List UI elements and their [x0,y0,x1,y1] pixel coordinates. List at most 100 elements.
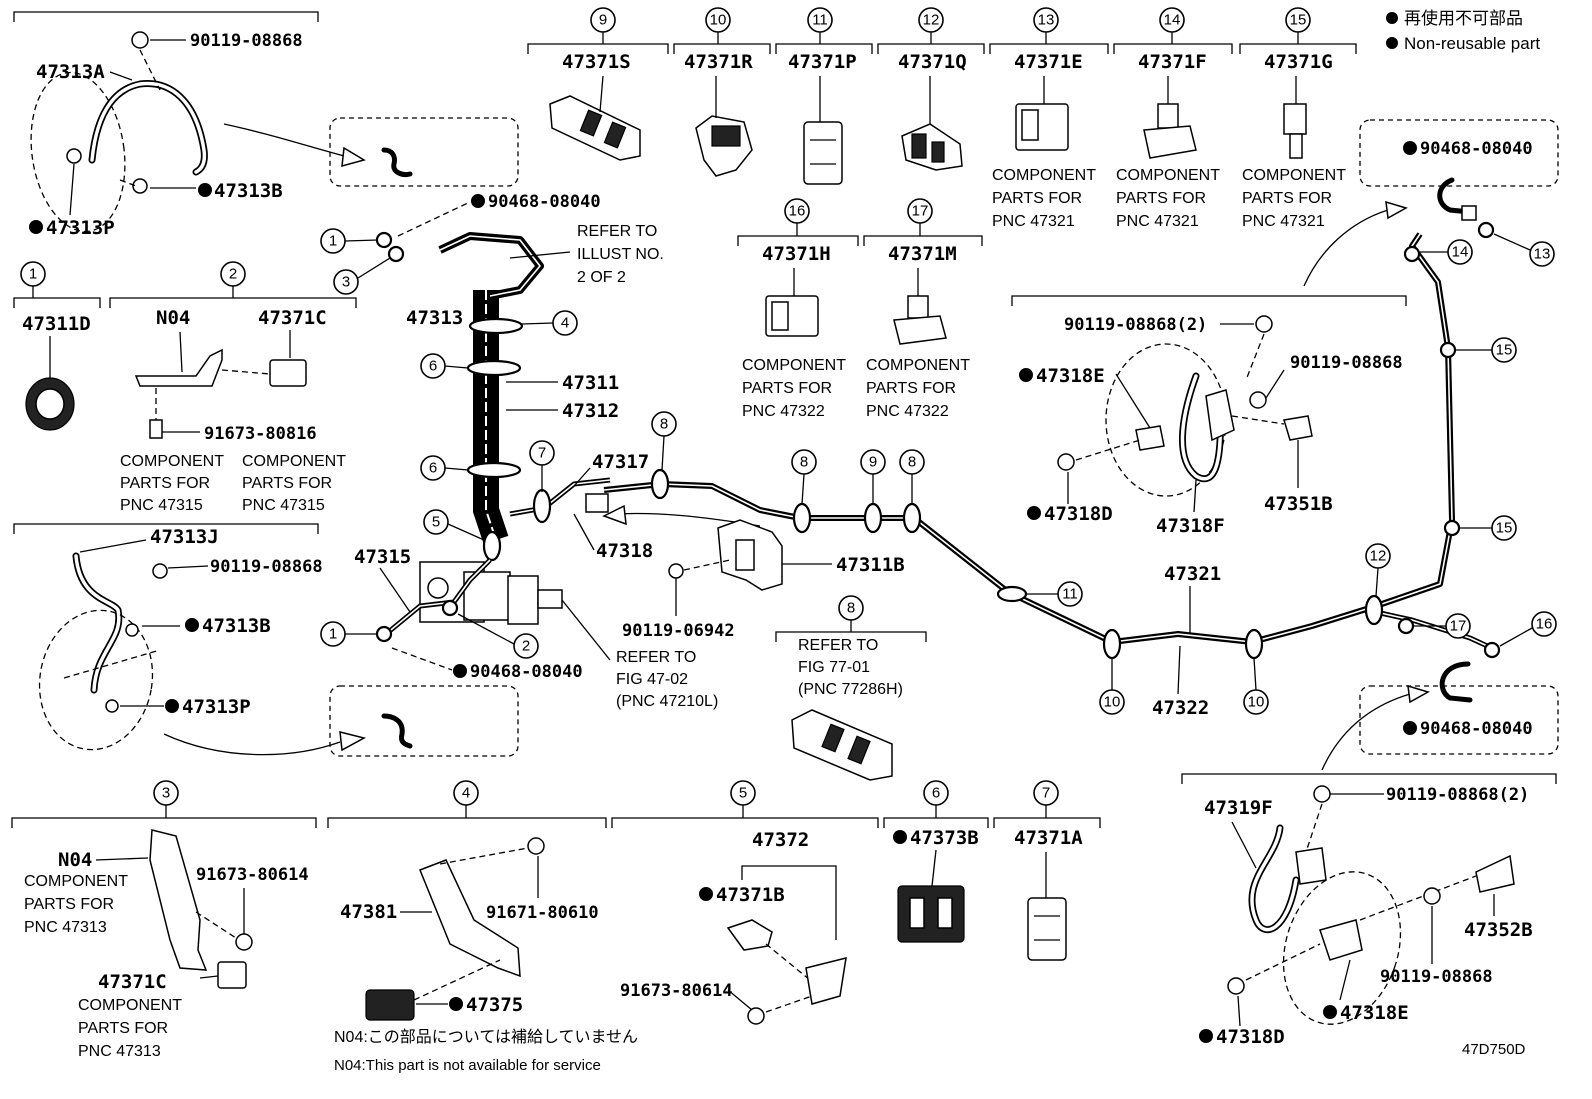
label-47315: 47315 [354,546,411,568]
group-3: 3 N04 COMPONENT PARTS FOR PNC 47313 9167… [11,780,317,1060]
label-47352B: 47352B [1464,919,1533,941]
label-47313P-b: 47313P [182,696,251,718]
label-91673-80614-b: 91673-80614 [620,981,733,1001]
bracket-47381 [419,859,521,978]
bracket-47372 [805,956,847,1005]
callout-2-bottom: 2 [522,638,530,655]
note-comp-47315-b-1: COMPONENT [242,453,346,470]
callout-7: 7 [1042,785,1050,802]
note-comp-47321-a-2: PARTS FOR [992,190,1082,207]
label-N04-a: N04 [156,307,190,329]
label-47313B-b: 47313B [202,615,271,637]
note-comp-47315-a-3: PNC 47315 [120,497,203,514]
note-comp-47313-a-2: PARTS FOR [24,896,114,913]
note-comp-47315-b-2: PARTS FOR [242,475,332,492]
label-91671-80610: 91671-80610 [486,903,599,923]
label-47318: 47318 [596,540,653,562]
callout-16-pipe: 16 [1536,616,1553,633]
group-6: 6 47373B [883,780,989,943]
note-comp-47313-b-3: PNC 47313 [78,1043,161,1060]
note-comp-47313-b-2: PARTS FOR [78,1020,168,1037]
label-47318D-b: 47318D [1216,1026,1285,1048]
callout-14-pipe: 14 [1452,244,1469,261]
note-comp-47322-a-1: COMPONENT [742,357,846,374]
label-47372: 47372 [752,829,809,851]
label-90468-08040-a: 90468-08040 [488,192,601,212]
label-47313B-a: 47313B [214,180,283,202]
label-47312: 47312 [562,400,619,422]
label-90468-08040-b: 90468-08040 [470,662,583,682]
note-refer-fig47-3: (PNC 47210L) [616,693,718,710]
note-refer-fig77-1: REFER TO [798,637,878,654]
label-90119-08868-2-b: 90119-08868(2) [1386,785,1529,805]
group-7: 7 47371A [993,780,1101,961]
label-47371Q: 47371Q [898,51,967,73]
main-labels: 90468-08040 REFER TO ILLUST NO. 2 OF 2 1… [320,192,1557,719]
label-47318D-a: 47318D [1044,503,1113,525]
note-comp-47313-a-3: PNC 47313 [24,919,107,936]
callout-8-c: 8 [908,454,916,471]
label-90119-06942: 90119-06942 [622,621,735,641]
label-90119-08868-c: 90119-08868 [1290,353,1403,373]
label-47321: 47321 [1164,563,1221,585]
note-comp-47313-a-1: COMPONENT [24,873,128,890]
callout-10: 10 [710,12,727,29]
label-47371H: 47371H [762,243,831,265]
note-n04-jp: N04:この部品については補給していません [334,1028,638,1046]
callout-3-top: 3 [342,274,350,291]
label-47311D: 47311D [22,313,91,335]
label-90119-08868-a: 90119-08868 [190,31,303,51]
callout-1-top: 1 [329,233,337,250]
note-refer-fig77-2: FIG 77-01 [798,659,870,676]
label-47311B: 47311B [836,554,905,576]
bolt-part [131,31,149,49]
callout-4: 4 [462,785,470,802]
note-comp-47322-b-2: PARTS FOR [866,380,956,397]
callout-9-pipe: 9 [869,454,877,471]
note-comp-47321-b-3: PNC 47321 [1116,213,1199,230]
mid-clip-row: 16 47371H COMPONENT PARTS FOR PNC 47322 … [737,198,983,420]
label-47371E: 47371E [1014,51,1083,73]
callout-3: 3 [162,785,170,802]
note-comp-47321-b-2: PARTS FOR [1116,190,1206,207]
note-comp-47322-a-2: PARTS FOR [742,380,832,397]
label-47318E-b: 47318E [1340,1002,1409,1024]
label-90119-08868-d: 90119-08868 [1380,967,1493,987]
callout-6-main-b: 6 [429,460,437,477]
note-comp-47321-c-1: COMPONENT [1242,167,1346,184]
note-comp-47322-b-3: PNC 47322 [866,403,949,420]
label-90119-08868-b: 90119-08868 [210,557,323,577]
callout-5: 5 [739,785,747,802]
label-47313: 47313 [406,307,463,329]
callout-17-pipe: 17 [1450,618,1467,635]
callout-12-pipe: 12 [1370,548,1387,565]
note-comp-47321-b-1: COMPONENT [1116,167,1220,184]
note-n04-en: N04:This part is not available for servi… [334,1057,601,1074]
callout-6-main-a: 6 [429,358,437,375]
label-47371P: 47371P [788,51,857,73]
detail-box-bottom [329,685,519,757]
label-47351B: 47351B [1264,493,1333,515]
note-comp-47315-b-3: PNC 47315 [242,497,325,514]
callout-15-pipe-a: 15 [1496,342,1513,359]
figure-code: 47D750D [1462,1041,1526,1058]
legend-en: Non-reusable part [1404,34,1540,53]
callout-12: 12 [923,12,940,29]
legend: 再使用不可部品 Non-reusable part [1386,8,1540,53]
detail-box-top [329,117,519,187]
label-91673-80816: 91673-80816 [204,424,317,444]
callout-11-pipe: 11 [1062,586,1078,603]
group-2: 2 N04 47371C 91673-80816 COMPONENT PARTS… [109,261,357,514]
group-4: 4 47381 91671-80610 47375 [327,780,607,1021]
label-47371R: 47371R [684,51,753,73]
callout-8-a: 8 [660,416,668,433]
callout-11: 11 [812,12,828,29]
clip-8-group: 8 REFER TO FIG 77-01 (PNC 77286H) [775,595,927,781]
callout-2: 2 [229,266,237,283]
note-comp-47321-c-3: PNC 47321 [1242,213,1325,230]
label-47318E-a: 47318E [1036,365,1105,387]
front-left-hose-group: 90119-08868 47313A 47313B 47313P [13,11,319,239]
group-1: 1 47311D [13,261,101,431]
callout-6: 6 [932,785,940,802]
